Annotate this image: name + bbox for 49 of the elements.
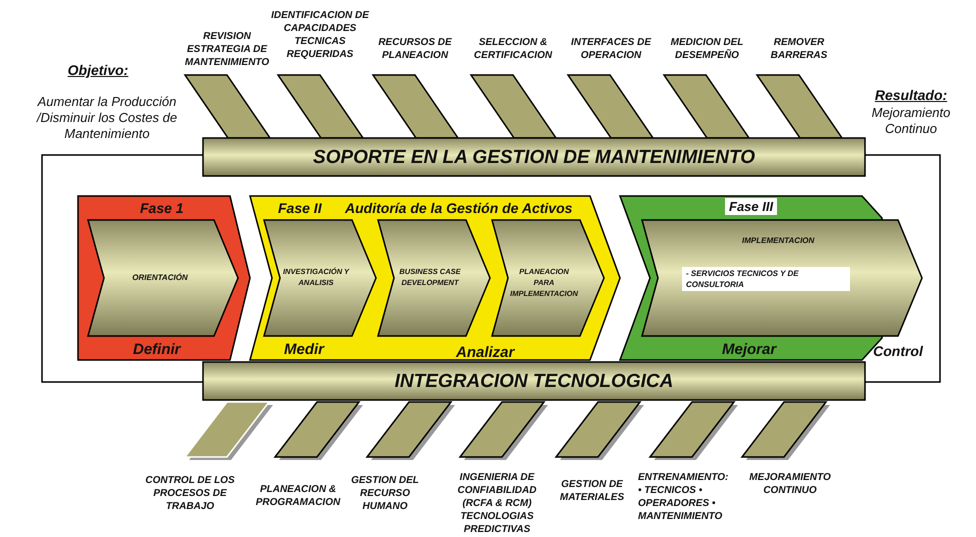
phase-label: Medir <box>284 341 324 358</box>
item-label: ENTRENAMIENTO: • TECNICOS • OPERADORES • MANTENIMIENTO <box>638 471 730 523</box>
step-label: - SERVICIOS TECNICOS Y DE CONSULTORIA <box>682 267 850 291</box>
phase-label: Fase II <box>278 200 322 216</box>
item-label: MEJORAMIENTO CONTINUO <box>748 471 832 497</box>
item-label: GESTION DE MATERIALES <box>558 478 626 504</box>
item-label: MEDICION DEL DESEMPEÑO <box>670 36 744 62</box>
phase-label: Mejorar <box>722 341 776 358</box>
support-strut <box>664 75 750 139</box>
item-label: CONTROL DE LOS PROCESOS DE TRABAJO <box>145 474 235 513</box>
step-label: IMPLEMENTACION <box>742 236 814 245</box>
step-label: INTEGRACION TECNOLOGICA <box>394 371 674 393</box>
item-label: RECURSOS DE PLANEACION <box>377 36 453 62</box>
phase-label: Analizar <box>456 344 514 361</box>
heading-label: Resultado: <box>874 87 948 104</box>
item-label: REMOVER BARRERAS <box>770 36 828 62</box>
support-strut <box>568 75 654 139</box>
process-step <box>264 220 376 336</box>
item-label: IDENTIFICACION DE CAPACIDADES TECNICAS REQUERIDAS <box>270 9 370 61</box>
process-bar <box>203 138 865 176</box>
item-label: SELECCION & CERTIFICACION <box>472 36 554 62</box>
process-bar <box>203 362 865 400</box>
phase-label: Auditoría de la Gestión de Activos <box>345 200 572 216</box>
item-label: GESTION DEL RECURSO HUMANO <box>350 474 420 513</box>
phase-band <box>250 196 620 360</box>
objective-text: Aumentar la Producción /Disminuir los Costes de Mantenimiento <box>35 94 178 142</box>
process-step <box>88 220 238 336</box>
phase-band <box>620 196 922 360</box>
step-label: ORIENTACIÓN <box>131 272 189 283</box>
item-label: INTERFACES DE OPERACION <box>570 36 652 62</box>
phase-label: Fase III <box>725 198 778 215</box>
item-label: PLANEACION & PROGRAMACION <box>254 483 342 509</box>
process-step <box>378 220 490 336</box>
support-strut <box>757 75 843 139</box>
phase-band <box>78 196 250 360</box>
heading-label: Objetivo: <box>66 62 130 79</box>
support-strut <box>278 75 364 139</box>
support-strut <box>185 75 271 139</box>
support-strut <box>471 75 557 139</box>
phase-label: Definir <box>133 341 181 358</box>
item-label: REVISION ESTRATEGIA DE MANTENIMIENTO <box>184 30 270 69</box>
step-label: SOPORTE EN LA GESTION DE MANTENIMIENTO <box>312 147 756 169</box>
item-label: INGENIERIA DE CONFIABILIDAD (RCFA & RCM) TECNOLOGIAS PREDICTIVAS <box>456 471 538 536</box>
result-text: Mejoramiento Continuo <box>871 105 951 137</box>
process-step <box>492 220 604 336</box>
process-step <box>642 220 922 336</box>
phase-label: Fase 1 <box>140 200 184 216</box>
side-label: Control <box>872 343 924 360</box>
support-strut <box>373 75 459 139</box>
